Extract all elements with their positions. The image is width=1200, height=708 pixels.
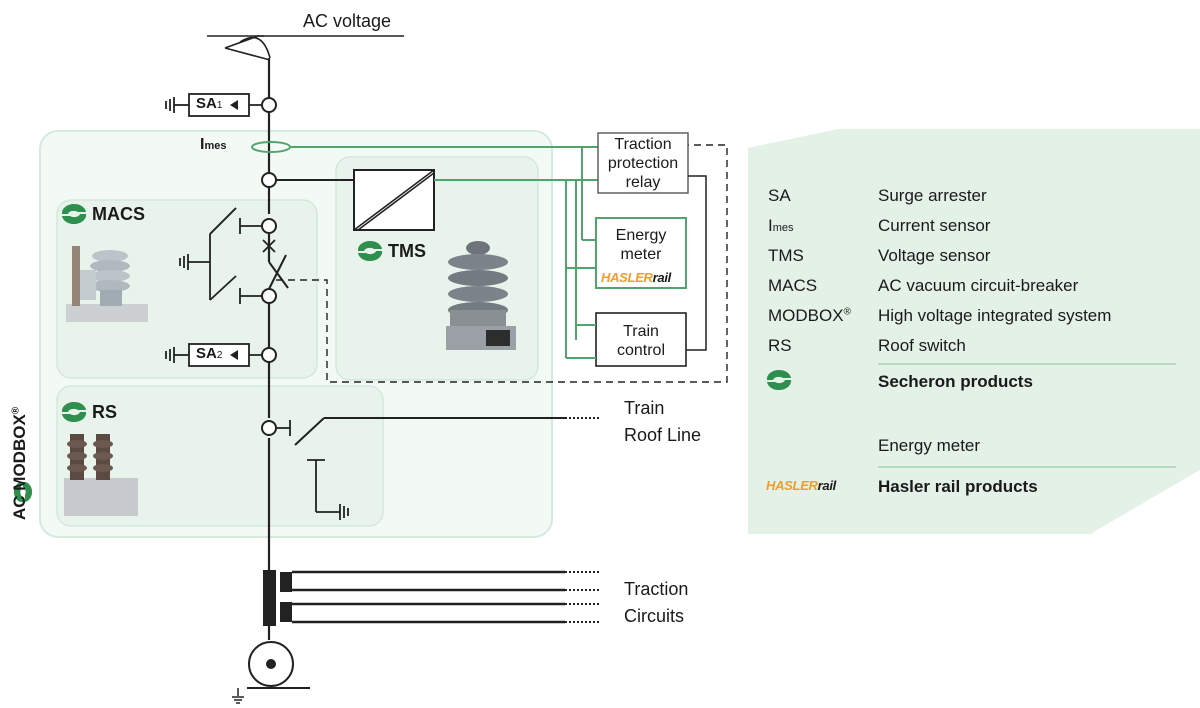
traction-protection-relay-box — [597, 132, 689, 194]
tms-photo — [446, 241, 516, 350]
macs-title: MACS — [92, 204, 145, 224]
pantograph-arc — [239, 36, 271, 59]
energy-meter-box — [595, 217, 687, 289]
traction-protection-relay-label: Traction protection relay — [607, 136, 679, 191]
secheron-logo-icon-legend — [766, 369, 792, 391]
legend-desc-sa: Surge arrester — [878, 186, 987, 205]
legend-abbr-rs: RS — [768, 336, 792, 355]
secheron-logo-icon-modbox — [14, 481, 32, 503]
macs-control-dashed — [276, 144, 728, 383]
traction-circuits-label: Traction Circuits — [624, 579, 689, 626]
rs-photo — [64, 434, 138, 516]
secheron-logo-icon-macs — [61, 203, 87, 225]
hasler-logo-legend: HASLERrail — [766, 478, 836, 493]
rs-blade — [294, 417, 325, 446]
modbox-vertical-title: AC MODBOX® — [10, 406, 29, 520]
legend-energy-meter: Energy meter — [878, 436, 981, 455]
sa1-label: SA1 — [196, 95, 223, 112]
train-control-label: Train control — [616, 323, 666, 359]
legend-panel-bg — [748, 129, 1200, 534]
node-rs — [261, 420, 277, 436]
traction-transformer — [263, 570, 276, 626]
rs-title: RS — [92, 402, 118, 422]
legend-desc-tms: Voltage sensor — [878, 246, 991, 265]
legend-secheron-products: Secheron products — [878, 372, 1033, 391]
train-control-box — [595, 312, 687, 367]
node-sa2 — [261, 347, 277, 363]
macs-module-bg — [56, 199, 318, 379]
sa2-label: SA2 — [196, 345, 223, 362]
macs-photo — [66, 246, 148, 322]
hasler-logo-energy-meter: HASLERrail — [601, 270, 671, 285]
legend-desc-macs: AC vacuum circuit-breaker — [878, 276, 1079, 295]
legend-abbr-macs: MACS — [768, 276, 818, 295]
secheron-logo-icon-rs — [61, 401, 87, 423]
rs-module-bg — [56, 385, 384, 527]
node-macs-bottom — [261, 288, 277, 304]
wheel-icon — [248, 641, 294, 687]
imes-label: Imes — [200, 136, 227, 153]
legend-desc-rs: Roof switch — [878, 336, 966, 355]
legend-desc-imes: Current sensor — [878, 216, 991, 235]
legend-abbr-sa: SA — [768, 186, 791, 205]
ac-voltage-label: AC voltage — [303, 11, 392, 31]
legend-abbr-tms: TMS — [768, 246, 804, 265]
pantograph-icon — [224, 35, 271, 61]
legend-desc-modbox: High voltage integrated system — [878, 306, 1112, 325]
secheron-logo-icon-tms — [357, 240, 383, 262]
node-tms — [261, 172, 277, 188]
train-roof-line-label: Train Roof Line — [624, 398, 702, 445]
tms-title: TMS — [388, 241, 426, 261]
legend-abbr-modbox: MODBOX® — [768, 306, 851, 325]
node-macs-top — [261, 218, 277, 234]
legend-hasler-products: Hasler rail products — [878, 477, 1038, 496]
legend-abbr-imes: Imes — [768, 216, 794, 235]
node-sa1 — [261, 97, 277, 113]
energy-meter-label: Energy meter — [615, 227, 667, 263]
